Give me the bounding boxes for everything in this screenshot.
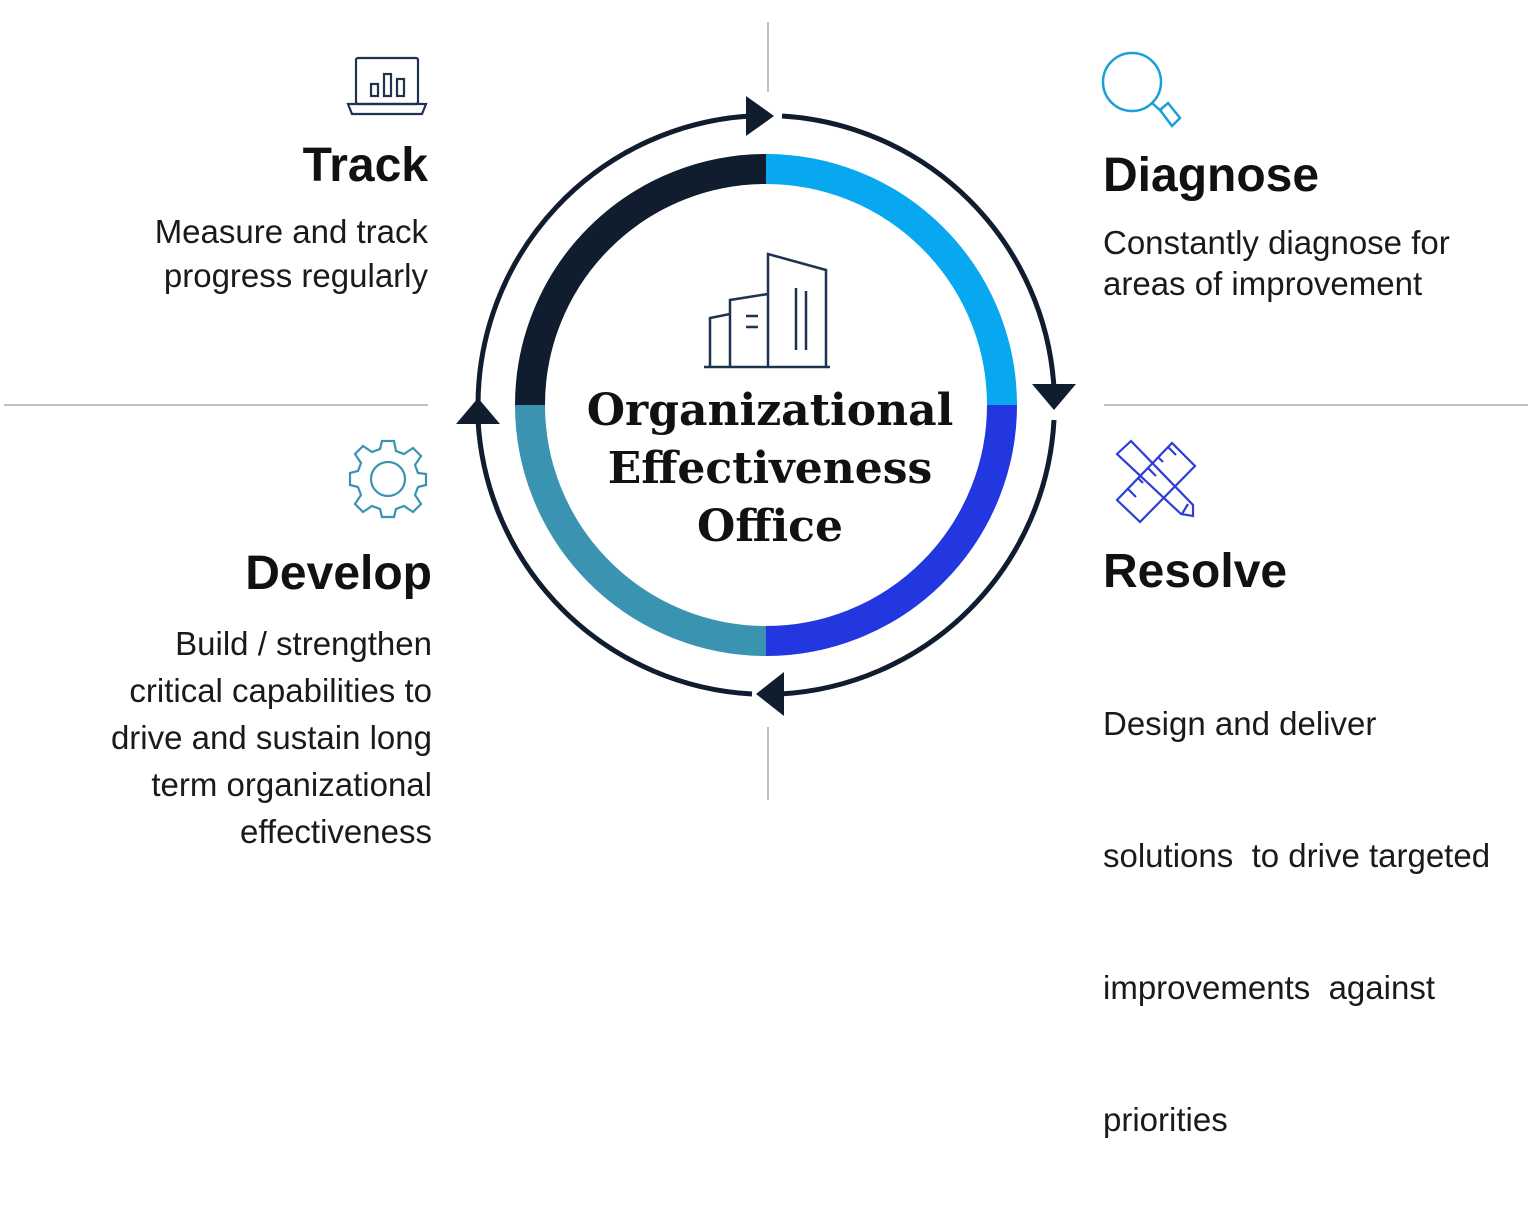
resolve-block: Resolve Design and deliver solutions to … — [1103, 546, 1528, 1230]
center-title-line-1: Organizational — [586, 385, 954, 436]
develop-title: Develop — [245, 547, 432, 600]
center-title-line-3: Office — [697, 501, 843, 552]
arrowhead-left — [456, 398, 500, 424]
develop-desc-line-2: critical capabilities to — [129, 672, 432, 709]
develop-block: Develop Build / strengthen critical capa… — [2, 548, 432, 855]
resolve-title: Resolve — [1103, 545, 1288, 598]
arrowhead-right — [1032, 384, 1076, 410]
arrowhead-bottom — [756, 672, 784, 716]
arc-track — [515, 154, 767, 406]
arc-diagnose — [765, 154, 1017, 406]
track-desc-line-2: progress regularly — [163, 257, 428, 294]
cycle-diagram — [4, 22, 1528, 800]
building-icon — [704, 252, 830, 369]
arrow-arc-top-right — [781, 113, 1057, 389]
center-title-line-2: Effectiveness — [607, 443, 933, 494]
arrowheads — [456, 96, 1076, 716]
develop-description: Build / strengthen critical capabilities… — [2, 620, 432, 855]
diagnose-block: Diagnose Constantly diagnose for areas o… — [1103, 150, 1523, 304]
resolve-description: Design and deliver solutions to drive ta… — [1103, 614, 1528, 1230]
diagnose-title: Diagnose — [1103, 149, 1320, 202]
develop-desc-line-5: effectiveness — [239, 813, 432, 850]
track-block: Track Measure and track progress regular… — [8, 140, 428, 298]
track-title: Track — [302, 139, 428, 192]
track-desc-line-1: Measure and track — [154, 213, 428, 250]
gear-icon — [348, 439, 428, 519]
resolve-desc-line-4: priorities — [1103, 1101, 1228, 1138]
cycle-arrows — [475, 113, 1057, 697]
ruler-pencil-icon — [1115, 439, 1197, 524]
resolve-desc-line-3: improvements against — [1103, 969, 1435, 1006]
arc-resolve — [765, 404, 1017, 656]
resolve-desc-line-1: Design and deliver — [1103, 705, 1377, 742]
arrowhead-top — [746, 96, 774, 136]
develop-desc-line-3: drive and sustain long — [110, 719, 432, 756]
arc-develop — [515, 404, 767, 656]
magnifier-icon — [1101, 51, 1182, 128]
arrow-arc-bottom-left — [475, 419, 753, 697]
diagnose-desc-line-2: areas of improvement — [1103, 265, 1423, 302]
track-description: Measure and track progress regularly — [8, 210, 428, 298]
arrow-arc-top-left — [475, 113, 751, 407]
develop-desc-line-4: term organizational — [151, 766, 432, 803]
laptop-chart-icon — [346, 56, 428, 116]
diagnose-desc-line-1: Constantly diagnose for — [1103, 224, 1450, 261]
resolve-desc-line-2: solutions to drive targeted — [1103, 837, 1491, 874]
center-title: Organizational Effectiveness Office — [560, 382, 980, 556]
diagnose-description: Constantly diagnose for areas of improve… — [1103, 222, 1523, 304]
develop-desc-line-1: Build / strengthen — [175, 625, 432, 662]
arrow-arc-bottom-right — [779, 419, 1057, 697]
